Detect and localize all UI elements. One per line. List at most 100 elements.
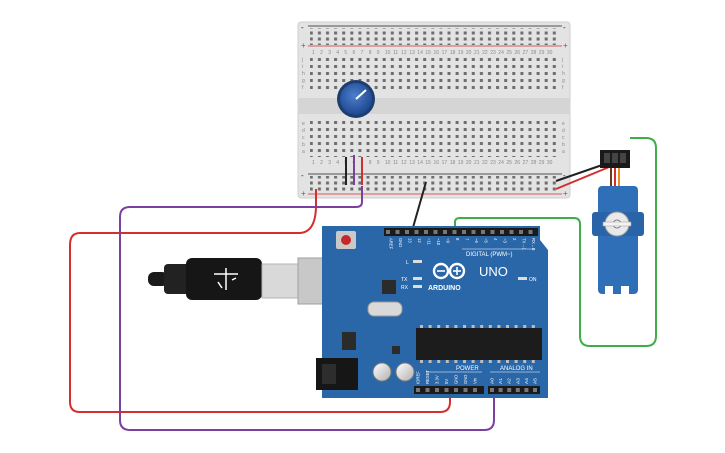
header-pin[interactable] [509,230,514,234]
row-letter: a [302,149,305,155]
pin-label: IOREF [416,371,421,384]
header-pin[interactable] [490,388,494,392]
header-pin[interactable] [533,388,537,392]
pin-label: ~3 [503,238,508,243]
led-l-label: L [406,260,409,266]
header-pin[interactable] [452,230,457,234]
row-letter: f [302,85,304,91]
row-letter: g [302,78,305,84]
wires [69,137,657,431]
column-number: 4 [336,50,339,56]
pin-label: RESET [425,370,430,384]
pin-label: ~10 [436,238,441,246]
pin-label: ~6 [474,238,479,243]
header-pin[interactable] [462,230,466,234]
header-pin[interactable] [490,230,495,234]
column-number: 16 [434,160,440,166]
column-number: 4 [336,160,339,166]
column-number: 22 [482,160,488,166]
digital-header [384,228,538,236]
header-pin[interactable] [435,388,439,392]
header-pin[interactable] [416,388,420,392]
wire-5v-red [69,189,451,413]
header-pin[interactable] [524,388,529,392]
wire-signal-green [454,137,657,347]
row-letter: g [562,78,565,84]
wire-a0-purple [119,186,495,431]
column-number: 2 [320,50,323,56]
column-number: 25 [506,50,512,56]
header-pin[interactable] [454,388,458,392]
pin-label: 3.3V [435,375,440,384]
potentiometer[interactable] [337,80,375,118]
column-number: 5 [344,50,347,56]
row-letter: e [562,121,565,127]
header-pin[interactable] [443,230,447,234]
header-pin[interactable] [425,388,430,392]
column-number: 6 [353,50,356,56]
column-number: 13 [409,50,415,56]
row-letter: h [562,71,565,77]
column-number: 11 [393,50,398,56]
reset-button-cap[interactable] [341,235,351,245]
header-pin[interactable] [500,230,504,234]
header-pin[interactable] [405,230,409,234]
header-pin[interactable] [515,388,520,392]
header-pin[interactable] [444,388,449,392]
rail-minus-bottom-left: - [301,171,304,180]
header-pin[interactable] [519,230,523,234]
servo-motor[interactable] [592,150,644,294]
column-number: 24 [498,50,504,56]
header-pin[interactable] [498,388,503,392]
header-pin[interactable] [507,388,512,392]
column-number: 23 [490,50,496,56]
rail-minus-top-right: - [563,23,566,32]
row-letter: i [562,64,563,70]
column-number: 10 [385,160,391,166]
header-pin[interactable] [414,230,419,234]
header-pin[interactable] [528,230,533,234]
column-number: 17 [442,50,448,56]
pin-label: 4 [493,238,498,241]
column-number: 9 [377,50,380,56]
header-pin[interactable] [395,230,400,234]
column-number: 15 [425,50,431,56]
header-pin[interactable] [463,388,468,392]
pin-label: 13 [408,238,413,243]
pin-label: GND [454,375,459,384]
row-letter: i [302,64,303,70]
column-number: 30 [547,160,553,166]
rail-plus-bottom-left: + [301,189,306,198]
atmega-chip [416,328,542,360]
row-letter: c [302,135,305,141]
digital-label: DIGITAL (PWM~) [466,252,513,258]
column-number: 29 [539,50,545,56]
rail-plus-top-left: + [301,41,306,50]
row-letter: a [562,149,565,155]
led-tx-label: TX [401,277,408,283]
header-pin[interactable] [433,230,438,234]
header-pin[interactable] [424,230,428,234]
column-number: 28 [531,160,537,166]
column-number: 20 [466,160,472,166]
column-number: 7 [361,50,364,56]
header-pin[interactable] [471,230,476,234]
header-pin[interactable] [386,230,390,234]
pin-label: GND [398,238,403,247]
pin-label: 2 [512,238,517,241]
column-number: 27 [523,160,529,166]
header-pin[interactable] [481,230,485,234]
column-number: 1 [312,50,315,56]
column-number: 3 [328,50,331,56]
header-pin[interactable] [473,388,477,392]
power-analog-header [414,386,540,394]
row-letter: b [562,142,565,148]
pin-label: TX→1 [522,238,527,251]
wire-gnd-black [411,181,427,232]
column-number: 21 [474,50,480,56]
breadboard: 1122334455667788991010111112121313141415… [297,21,571,199]
rail-minus-top-left: - [301,23,304,32]
led-on-label: ON [529,277,537,283]
